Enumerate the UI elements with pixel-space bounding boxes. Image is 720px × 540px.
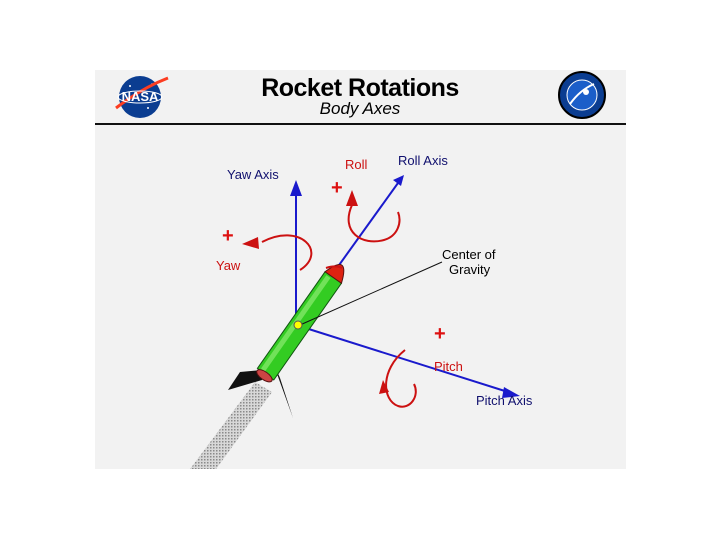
yaw-label: Yaw [216,258,241,273]
center-of-gravity-leader [299,261,443,326]
pitch-axis-arrowhead [502,387,520,398]
yaw-axis-arrowhead [290,180,302,196]
pitch-axis-label: Pitch Axis [476,393,533,408]
pitch-positive-sign: + [434,323,446,345]
page-title: Rocket Rotations [261,74,459,102]
center-of-gravity-label-line1: Center of [442,247,496,262]
pitch-rotation-arrow [385,349,417,408]
yaw-axis-label: Yaw Axis [227,167,279,182]
center-of-gravity-label-line2: Gravity [449,262,491,277]
glenn-research-center-seal-icon [556,70,608,120]
exhaust-plume [190,382,272,469]
pitch-label: Pitch [434,359,463,374]
diagram-panel [95,70,626,469]
roll-label: Roll [345,157,368,172]
roll-rotation-arrow [347,204,401,243]
page-subtitle: Body Axes [319,99,401,118]
roll-axis-label: Roll Axis [398,153,448,168]
nasa-logo-text: NASA [121,89,159,104]
yaw-positive-sign: + [222,225,234,247]
rocket-fin-left [228,370,262,390]
pitch-axis-line [295,324,509,393]
rocket-body [256,264,345,383]
roll-positive-sign: + [331,177,343,199]
center-of-gravity-marker [293,320,303,330]
roll-axis-arrowhead [393,175,404,186]
yaw-rotation-arrow [261,234,313,271]
nasa-meatball-logo-icon: NASA [112,74,170,120]
header-divider [95,123,626,125]
